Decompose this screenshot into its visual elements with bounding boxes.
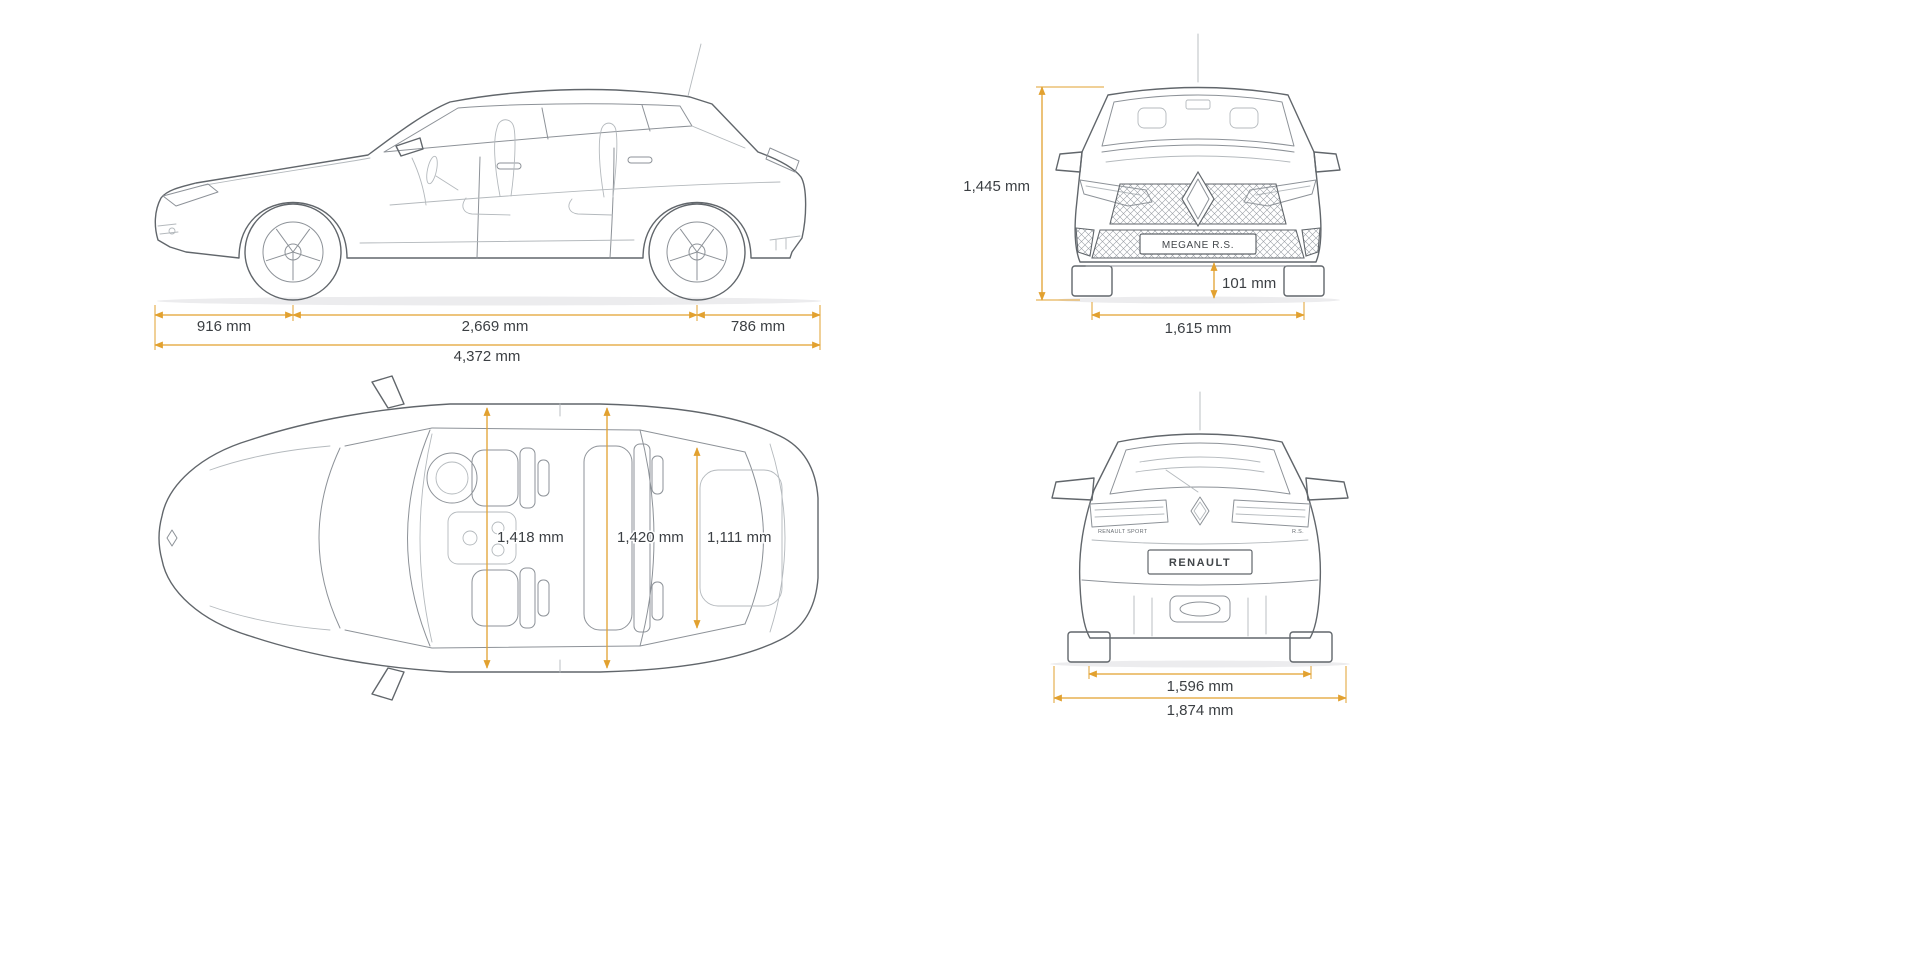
left-rear-wheel <box>1067 631 1111 663</box>
dim-wheelbase-label: 2,669 mm <box>462 318 529 335</box>
c-pillar <box>641 104 651 132</box>
rear-view-drawing: RENAULT SPORT R.S. RENAULT <box>1050 391 1350 668</box>
rear-window <box>1109 442 1291 495</box>
dim-overall-length-label: 4,372 mm <box>454 348 521 365</box>
side-view-dimensions: 916 mm 2,669 mm 786 mm 4,372 mm <box>154 305 821 367</box>
right-mirror <box>1313 151 1341 173</box>
right-mirror <box>1305 477 1349 501</box>
dim-rear-overhang-label: 786 mm <box>731 318 785 335</box>
windshield <box>1101 94 1295 147</box>
car-body-outline <box>158 403 819 673</box>
left-front-wheel <box>1071 265 1113 297</box>
right-intake <box>1301 227 1321 257</box>
car-body-outline <box>1074 86 1322 263</box>
front-view-dimensions: 1,445 mm 101 mm 1,615 mm <box>962 86 1305 339</box>
wing-mirror-bottom <box>371 667 405 701</box>
dim-overall-width-label: 1,874 mm <box>1167 702 1234 719</box>
diffuser-fins <box>1133 595 1267 637</box>
side-view-drawing <box>154 43 821 306</box>
front-plate-text: MEGANE R.S. <box>1162 240 1234 251</box>
roof-rear-edge <box>639 429 655 647</box>
left-mirror <box>1051 477 1095 501</box>
rear-wheel <box>648 203 746 301</box>
center-console <box>447 511 517 565</box>
left-intake <box>1075 227 1095 257</box>
front-door-seam <box>476 156 481 259</box>
passenger-seat <box>471 567 550 629</box>
car-body-outline <box>1078 433 1322 639</box>
rear-door-handle <box>627 156 653 164</box>
left-taillight <box>1089 499 1169 528</box>
side-glass <box>383 103 693 153</box>
renault-diamond-icon <box>1181 170 1215 228</box>
rear-wiper <box>1165 469 1199 493</box>
windshield-top <box>407 429 431 647</box>
dim-height-label: 1,445 mm <box>963 178 1030 195</box>
dim-front-track-label: 1,615 mm <box>1165 320 1232 337</box>
side-mirror <box>395 137 424 157</box>
ground-shadow <box>1056 296 1340 304</box>
rear-glass-edge <box>744 451 764 625</box>
front-door-handle <box>496 162 522 170</box>
top-view-dimensions: 1,418 mm 1,420 mm 1,111 mm <box>483 407 773 669</box>
dashboard <box>419 433 433 643</box>
front-wheel <box>244 203 342 301</box>
tailgate-right-badge: R.S. <box>1292 529 1304 535</box>
right-front-wheel <box>1283 265 1325 297</box>
car-body-outline <box>154 88 807 259</box>
dim-clearance-label: 101 mm <box>1222 275 1276 292</box>
dim-front-overhang-label: 916 mm <box>197 318 251 335</box>
ground-shadow <box>1050 660 1350 668</box>
right-taillight <box>1231 499 1311 528</box>
dim-rear-track-label: 1,596 mm <box>1167 678 1234 695</box>
rear-plate-text: RENAULT <box>1169 557 1231 569</box>
steering-wheel-side <box>426 155 438 185</box>
b-pillar <box>541 107 549 140</box>
rear-license-plate <box>1147 549 1253 575</box>
wing-mirror-top <box>371 375 405 409</box>
rearview-mirror <box>1185 99 1211 110</box>
driver-seat <box>471 447 550 509</box>
renault-diamond-icon <box>166 529 178 547</box>
dim-rear-width-label: 1,420 mm <box>617 529 684 546</box>
taillight <box>765 147 800 173</box>
cowl-line <box>318 447 341 629</box>
ground-shadow <box>157 296 821 306</box>
driver-headrest <box>1137 107 1167 129</box>
exhaust <box>1169 595 1231 623</box>
interior-seats <box>411 119 618 216</box>
dim-boot-width-label: 1,111 mm <box>707 529 771 546</box>
top-view-drawing <box>158 375 819 701</box>
right-rear-wheel <box>1289 631 1333 663</box>
front-view-drawing: MEGANE R.S. <box>1055 33 1341 304</box>
tailgate-left-badge: RENAULT SPORT <box>1098 529 1148 535</box>
fog-light <box>168 227 176 235</box>
rear-door-seam <box>609 147 615 259</box>
front-license-plate <box>1139 233 1257 255</box>
passenger-headrest <box>1229 107 1259 129</box>
bumper-line <box>1081 579 1319 586</box>
left-mirror <box>1055 151 1083 173</box>
steering-wheel <box>426 452 478 504</box>
renault-diamond-icon <box>1190 496 1210 526</box>
headlight <box>162 183 219 207</box>
antenna <box>687 43 702 97</box>
rear-view-dimensions: 1,596 mm 1,874 mm <box>1053 666 1347 721</box>
dim-front-width-label: 1,418 mm <box>497 529 564 546</box>
